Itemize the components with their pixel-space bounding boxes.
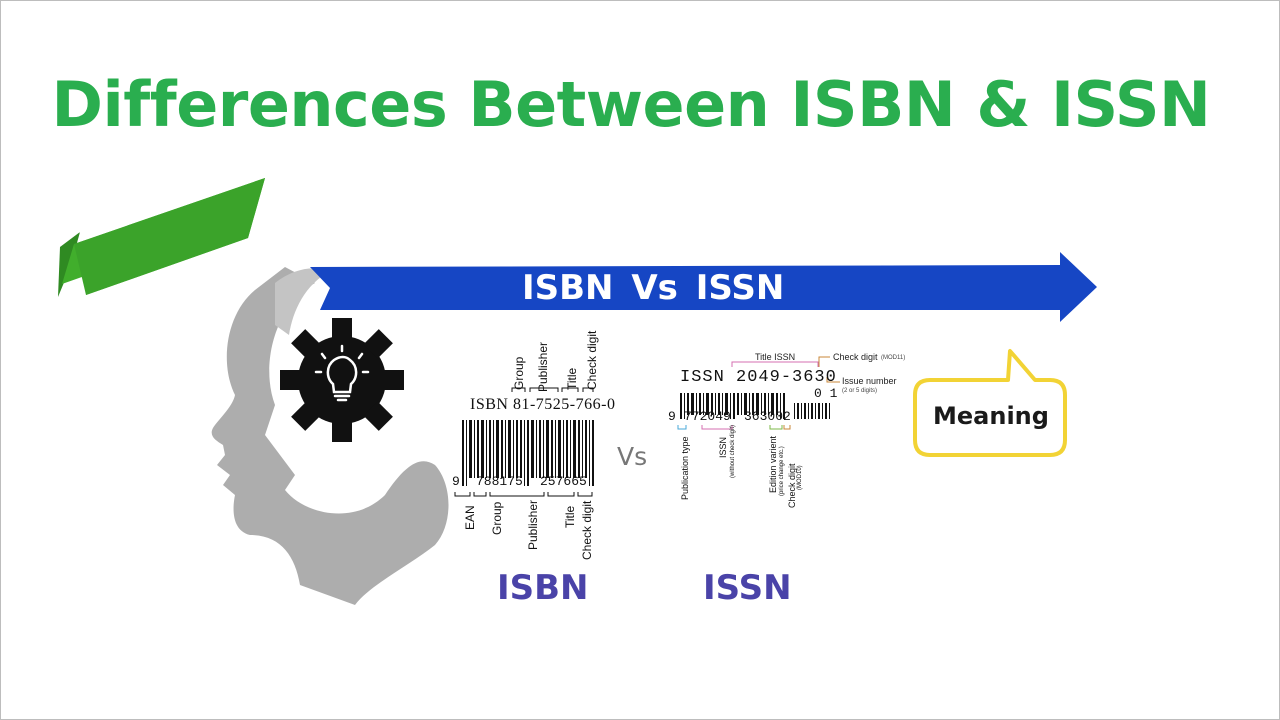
isbn-top-label-title: Title bbox=[565, 367, 579, 390]
speech-bubble-icon bbox=[913, 349, 1067, 457]
issn-barcode-diagram bbox=[677, 356, 840, 430]
isbn-barcode-diagram bbox=[454, 387, 594, 497]
issn-barcode-digit-prefix: 9 bbox=[668, 409, 676, 424]
isbn-number: ISBN 81-7525-766-0 bbox=[470, 396, 616, 413]
isbn-barcode-digits-right: 257665 bbox=[540, 474, 587, 489]
issn-check-digit-note: (MOD11) bbox=[881, 355, 906, 361]
isbn-top-label-check-digit: Check digit bbox=[585, 330, 599, 390]
issn-caption: ISSN bbox=[703, 568, 792, 608]
for-beginners-badge bbox=[58, 178, 265, 297]
issn-bottom-label-issn: ISSN bbox=[718, 436, 728, 458]
issn-bottom-note-edition: (price change etc.) bbox=[779, 446, 785, 496]
issn-bottom-note-check-digit: (MOD10) bbox=[797, 465, 803, 490]
isbn-caption: ISBN bbox=[497, 568, 589, 608]
isbn-top-label-publisher: Publisher bbox=[536, 341, 550, 392]
issn-number: ISSN 2049-3630 bbox=[680, 368, 837, 387]
isbn-bottom-label-publisher: Publisher bbox=[526, 499, 540, 550]
issn-issue-number-note: (2 or 5 digits) bbox=[842, 388, 878, 394]
isbn-barcode-digits-left: 788175 bbox=[476, 474, 523, 489]
isbn-bottom-label-ean: EAN bbox=[463, 505, 477, 530]
issn-barcode-digits-left: 772049 bbox=[684, 409, 731, 424]
isbn-vs-issn-arrow bbox=[310, 252, 1097, 322]
issn-bottom-label-publication-type: Publication type bbox=[680, 436, 690, 500]
issn-check-digit-label: Check digit bbox=[833, 352, 878, 362]
issn-bottom-note-issn: (without check digit) bbox=[730, 424, 736, 478]
arrow-label: ISBN Vs ISSN bbox=[522, 268, 785, 308]
issn-title-issn-label: Title ISSN bbox=[755, 352, 796, 362]
issn-bottom-label-edition: Edition varient bbox=[768, 435, 778, 493]
page-title: Differences Between ISBN & ISSN bbox=[51, 68, 1211, 141]
meaning-label: Meaning bbox=[933, 402, 1049, 430]
head-silhouette-icon bbox=[211, 267, 449, 605]
issn-bottom-label-check-digit: Check digit bbox=[787, 463, 797, 508]
isbn-bottom-label-group: Group bbox=[490, 501, 504, 535]
isbn-top-label-group: Group bbox=[512, 356, 526, 390]
isbn-bottom-label-title: Title bbox=[563, 505, 577, 528]
issn-barcode-digits-right: 363002 bbox=[744, 409, 791, 424]
vs-label: Vs bbox=[617, 442, 648, 471]
isbn-bottom-label-check-digit: Check digit bbox=[580, 500, 594, 560]
issn-issue-number-label: Issue number bbox=[842, 376, 897, 386]
isbn-barcode-digit-prefix: 9 bbox=[452, 474, 460, 489]
issn-issue-number: 0 1 bbox=[814, 386, 838, 401]
gear-lightbulb-icon bbox=[280, 318, 404, 442]
